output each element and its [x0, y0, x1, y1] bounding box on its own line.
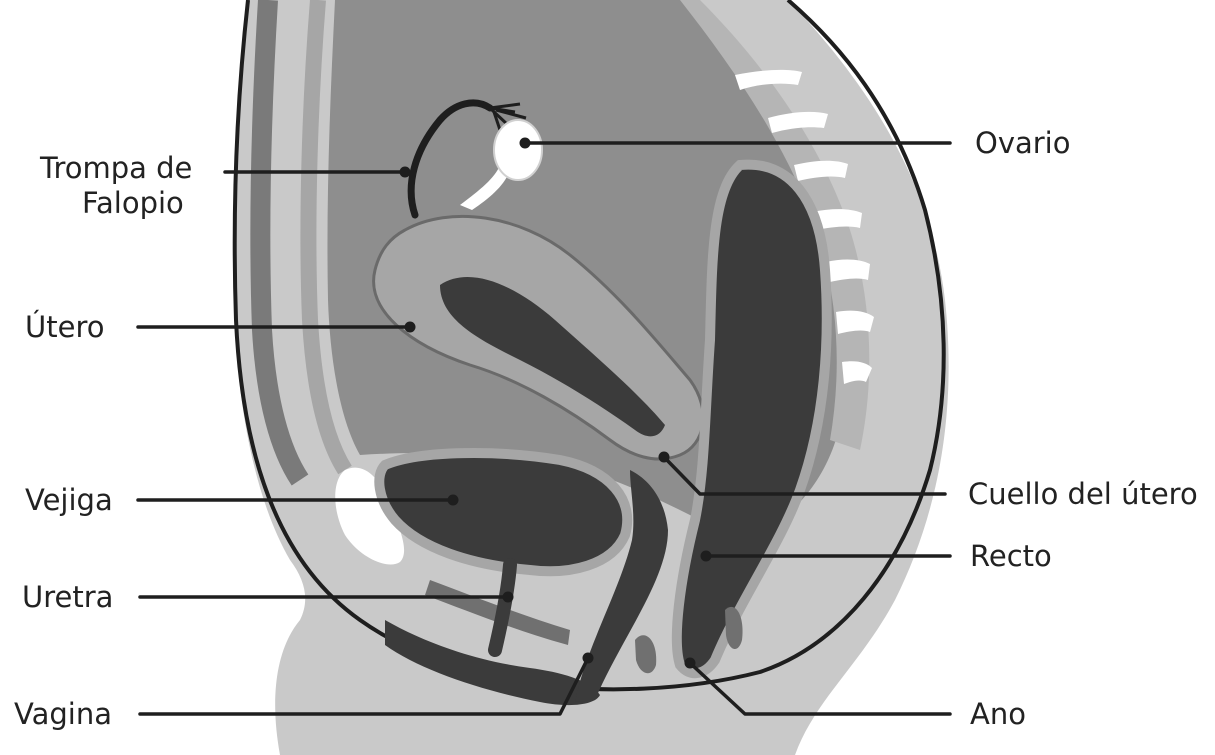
dot-utero: [405, 322, 416, 333]
label-cuello: Cuello del útero: [968, 477, 1198, 511]
label-vagina: Vagina: [14, 697, 112, 731]
dot-recto: [701, 551, 712, 562]
dot-ovario: [520, 138, 531, 149]
dot-trompa: [400, 167, 411, 178]
dot-vejiga: [448, 495, 459, 506]
dot-vagina: [583, 653, 594, 664]
ovary: [494, 120, 542, 180]
label-ovario: Ovario: [975, 126, 1070, 160]
dot-cuello: [659, 452, 670, 463]
label-uretra: Uretra: [22, 580, 113, 614]
label-ano: Ano: [970, 697, 1026, 731]
dot-uretra: [503, 592, 514, 603]
label-utero: Útero: [25, 310, 104, 344]
label-trompa-line1: Trompa de: [39, 151, 192, 185]
label-vejiga: Vejiga: [25, 483, 113, 517]
label-trompa-line2: Falopio: [82, 186, 184, 220]
label-recto: Recto: [970, 539, 1052, 573]
anatomy-illustration: [235, 0, 949, 755]
dot-ano: [685, 658, 696, 669]
